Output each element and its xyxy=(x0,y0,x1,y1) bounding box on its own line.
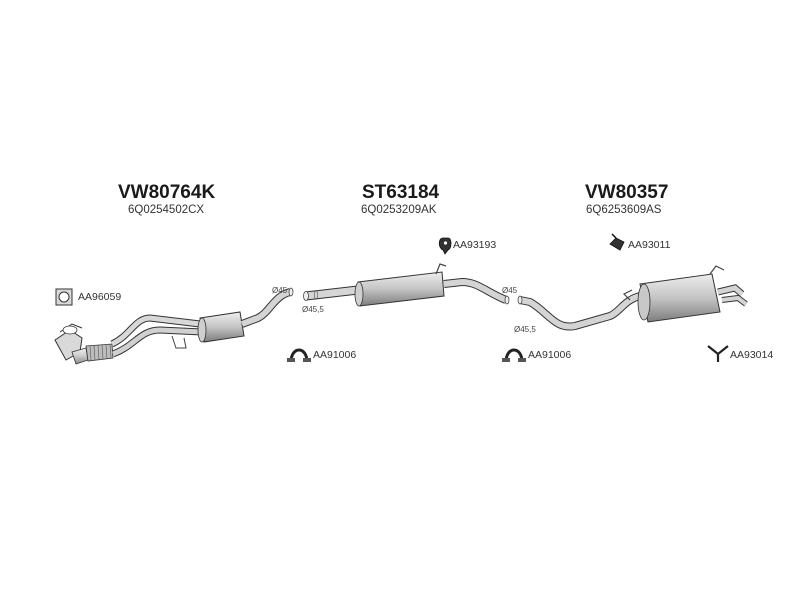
clamp-part-label-2: AA91006 xyxy=(528,349,572,361)
hanger-part-label-2: AA93011 xyxy=(628,239,671,251)
oem-number-rear-section: 6Q6253609AS xyxy=(586,204,662,216)
diameter-label-rear-inlet: Ø45,5 xyxy=(514,325,536,334)
rubber-hanger-icon xyxy=(609,233,625,251)
diameter-label-front-outlet: Ø45 xyxy=(272,286,288,295)
rear-silencer xyxy=(517,265,748,331)
gasket-icon xyxy=(55,288,73,306)
bracket-icon xyxy=(707,345,729,362)
clamp-part-label-1: AA91006 xyxy=(313,349,357,361)
oem-number-middle-section: 6Q0253209AK xyxy=(361,204,437,216)
front-pipe-with-catalyst xyxy=(54,287,294,365)
clamp-icon xyxy=(502,348,526,363)
bracket-part-label: AA93014 xyxy=(730,349,774,361)
rubber-hanger-icon xyxy=(438,237,452,255)
hanger-part-label-1: AA93193 xyxy=(453,239,497,251)
diameter-label-middle-inlet: Ø45,5 xyxy=(302,305,324,314)
clamp-icon xyxy=(287,348,311,363)
middle-silencer xyxy=(303,263,510,307)
part-code-rear-section: VW80357 xyxy=(585,182,669,203)
oem-number-front-section: 6Q0254502CX xyxy=(128,204,205,216)
gasket-part-label: AA96059 xyxy=(78,291,122,303)
part-code-front-section: VW80764K xyxy=(118,182,216,203)
part-code-middle-section: ST63184 xyxy=(362,182,440,203)
diameter-label-middle-outlet: Ø45 xyxy=(502,286,518,295)
